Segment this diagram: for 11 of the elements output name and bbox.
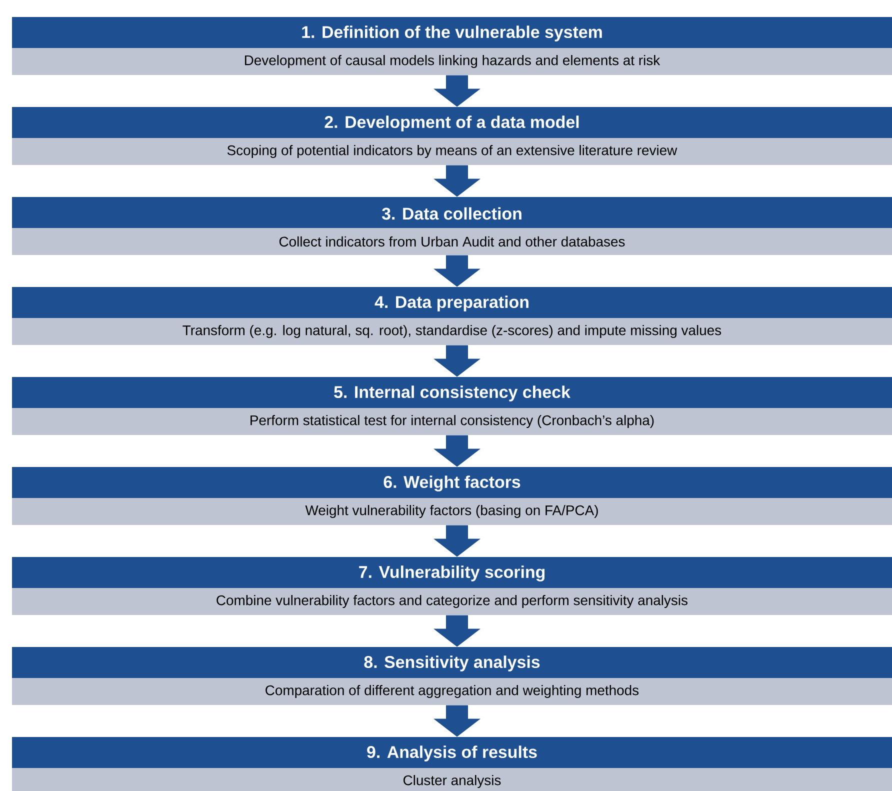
step-description: Weight vulnerability factors (basing on FA/PCA)	[12, 498, 892, 525]
step-description: Perform statistical test for internal consistency (Cronbach’s alpha)	[12, 408, 892, 435]
step-header: 1. Definition of the vulnerable system	[12, 17, 892, 48]
step-description: Comparation of different aggregation and weighting methods	[12, 678, 892, 705]
step-description: Transform (e.g. log natural, sq. root), standardise (z-scores) and impute missing values	[12, 318, 892, 345]
step-description: Combine vulnerability factors and categorize and perform sensitivity analysis	[12, 588, 892, 615]
step-description: Cluster analysis	[12, 768, 892, 791]
step-description: Collect indicators from Urban Audit and other databases	[12, 228, 892, 255]
step-header: 9. Analysis of results	[12, 737, 892, 768]
step-description: Development of causal models linking hazards and elements at risk	[12, 48, 892, 75]
step-description: Scoping of potential indicators by means of an extensive literature review	[12, 138, 892, 165]
